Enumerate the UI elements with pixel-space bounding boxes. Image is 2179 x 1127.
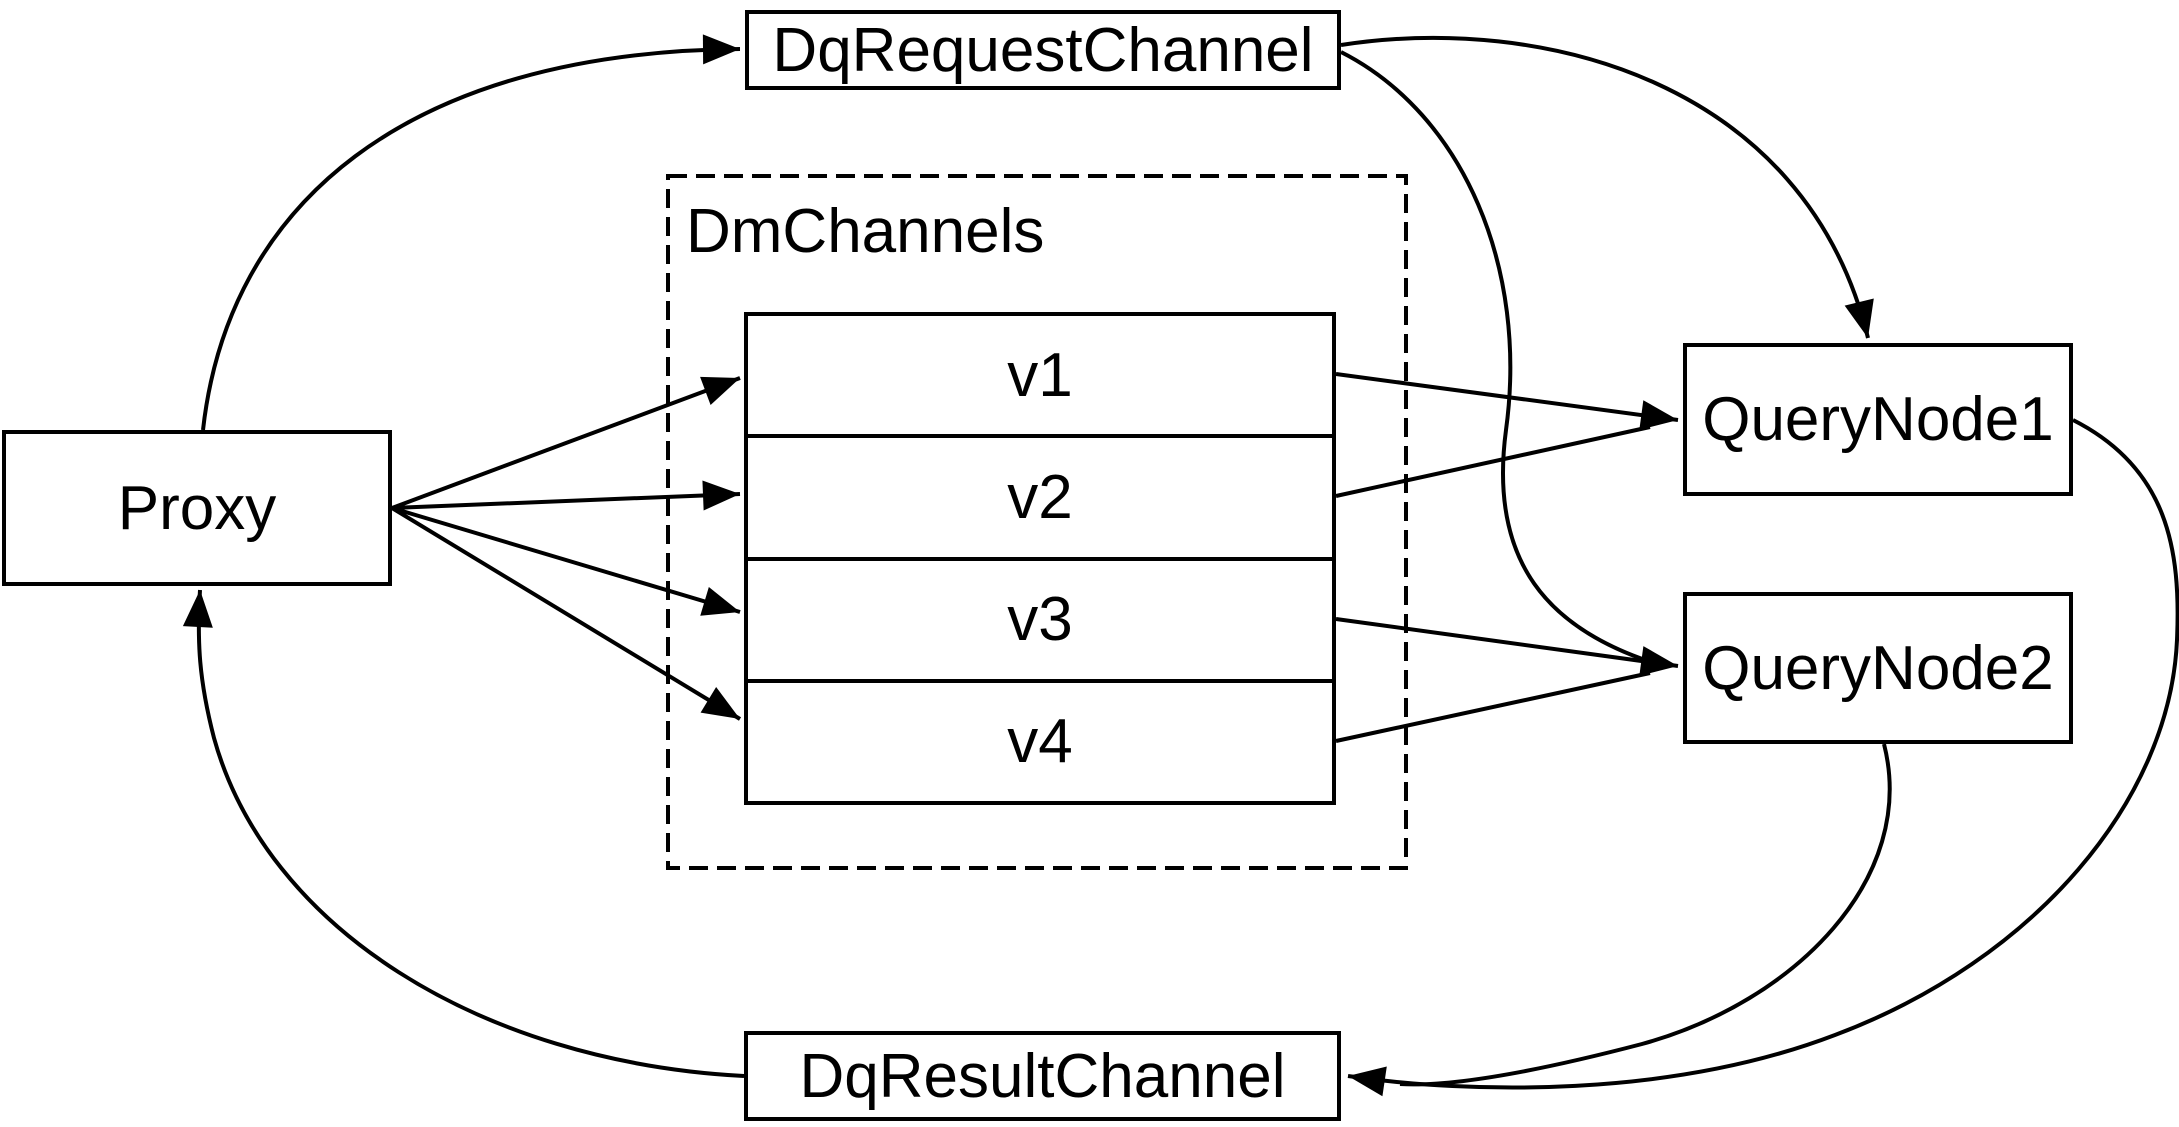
edge-proxy-to-v4: [390, 506, 742, 721]
channel-row-v3-label: v3: [1007, 585, 1073, 655]
node-query-node-1: QueryNode1: [1683, 343, 2073, 496]
node-dq-result-channel: DqResultChannel: [744, 1031, 1341, 1121]
node-query-node-2: QueryNode2: [1683, 592, 2073, 744]
channel-row-v4-label: v4: [1007, 707, 1073, 777]
channel-row-v4: v4: [748, 678, 1332, 801]
edge-proxy-to-dqrequestchannel: [201, 34, 741, 431]
channel-row-v3: v3: [748, 556, 1332, 679]
edge-v3-to-querynode2: [1335, 617, 1679, 676]
edge-v2-to-querynode1: [1335, 425, 1651, 498]
node-dq-request-channel-label: DqRequestChannel: [772, 15, 1314, 85]
node-dq-result-channel-label: DqResultChannel: [799, 1041, 1286, 1111]
edge-dqrequestchannel-to-querynode1: [1340, 35, 1874, 339]
edge-dqrequestchannel-to-querynode2: [1340, 50, 1649, 663]
dm-channels-table: v1 v2 v3 v4: [744, 312, 1336, 805]
node-query-node-2-label: QueryNode2: [1702, 633, 2054, 703]
node-proxy: Proxy: [2, 430, 392, 586]
edge-v1-to-querynode1: [1335, 372, 1679, 430]
channel-row-v2: v2: [748, 434, 1332, 556]
dm-channels-group-label: DmChannels: [686, 197, 1045, 266]
edge-querynode1-to-dqresultchannel: [1347, 418, 2179, 1097]
channel-row-v2-label: v2: [1007, 462, 1073, 532]
dm-channels-group-border: [666, 174, 1408, 870]
channel-row-v1-label: v1: [1007, 340, 1073, 410]
node-query-node-1-label: QueryNode1: [1702, 385, 2054, 454]
channel-row-v1: v1: [748, 316, 1332, 434]
node-dq-request-channel: DqRequestChannel: [745, 10, 1341, 90]
edge-dqresultchannel-to-proxy: [182, 589, 745, 1078]
node-proxy-label: Proxy: [117, 473, 277, 543]
edge-querynode2-to-dqresultchannel: [1399, 743, 1892, 1087]
edge-proxy-to-v2: [391, 480, 741, 511]
edge-proxy-to-v3: [391, 506, 741, 616]
edge-v4-to-querynode2: [1335, 671, 1651, 743]
edge-proxy-to-v1: [391, 376, 741, 510]
